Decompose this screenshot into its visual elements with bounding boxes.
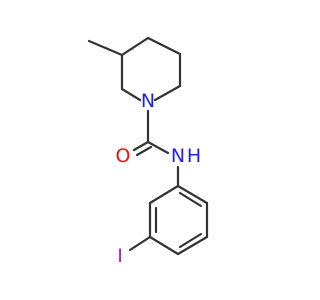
bond-carbonyl-o-1 (132, 140, 150, 152)
bond-ring-c6-n1 (153, 84, 182, 102)
bond-ring-n1-c2 (120, 87, 142, 102)
molecule-diagram: N O N H I (87, 36, 209, 267)
bond-ar-1-2 (176, 184, 209, 205)
atom-label-iodine: I (117, 245, 123, 267)
atom-labels: N O N H I (116, 90, 202, 267)
atom-label-n-ring: N (141, 90, 155, 112)
atom-label-n-amide: N (171, 145, 185, 167)
bond-ar-6-1 (148, 184, 180, 205)
atom-label-oxygen: O (116, 145, 131, 167)
bond-ring-c4-c5 (146, 36, 182, 56)
bond-carbonyl-o-2 (135, 145, 153, 157)
bonds-group (87, 36, 209, 256)
atom-label-h-amide: H (187, 145, 201, 167)
bond-carbonyl-nh (146, 140, 170, 155)
bond-ar-inner-b (178, 232, 203, 249)
bond-ring-c3-c4 (120, 36, 150, 57)
bond-ar-inner-a (178, 191, 203, 208)
bond-methyl (87, 39, 124, 57)
bond-ar-3-4 (176, 235, 209, 256)
bond-ar-4-5 (148, 235, 180, 256)
bond-c-iodine (128, 235, 152, 252)
